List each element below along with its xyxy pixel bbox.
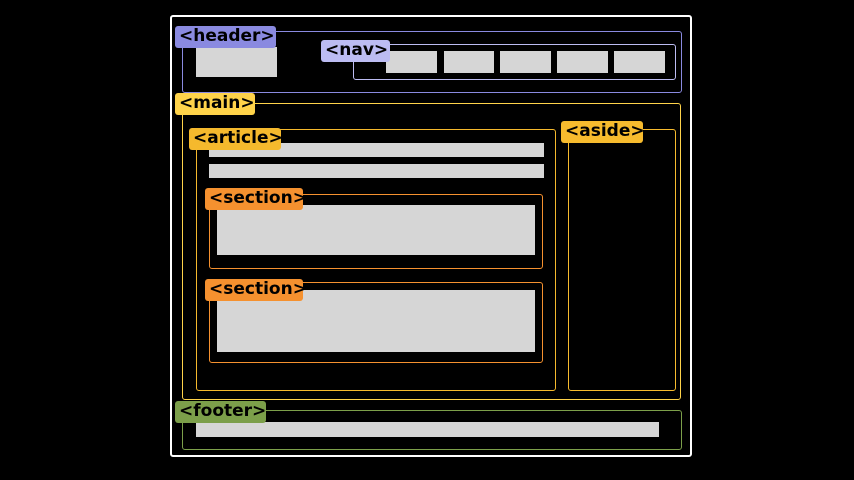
page-frame [170, 15, 692, 457]
nav-tag: <nav> [321, 40, 390, 62]
nav-item-placeholder-3 [500, 51, 551, 73]
section-1-tag: <section> [205, 188, 307, 210]
nav-item-placeholder-2 [444, 51, 494, 73]
article-region [196, 129, 556, 391]
header-region [182, 31, 682, 93]
aside-region [568, 129, 676, 391]
article-text-line-2 [209, 164, 544, 178]
header-tag: <header> [175, 26, 276, 48]
section-1-content-placeholder [217, 205, 535, 255]
section-region-1 [209, 194, 543, 269]
nav-item-placeholder-5 [614, 51, 665, 73]
header-logo-placeholder [196, 47, 277, 77]
article-text-line-1 [209, 143, 544, 157]
aside-tag: <aside> [561, 121, 645, 143]
nav-region [353, 44, 676, 80]
footer-text-placeholder [196, 422, 659, 437]
nav-item-placeholder-1 [386, 51, 437, 73]
section-region-2 [209, 282, 543, 363]
section-2-tag: <section> [205, 279, 307, 301]
footer-tag: <footer> [175, 401, 266, 423]
nav-item-placeholder-4 [557, 51, 608, 73]
footer-region [182, 410, 682, 450]
article-tag: <article> [189, 128, 283, 150]
main-tag: <main> [175, 93, 255, 115]
main-region [182, 103, 681, 400]
